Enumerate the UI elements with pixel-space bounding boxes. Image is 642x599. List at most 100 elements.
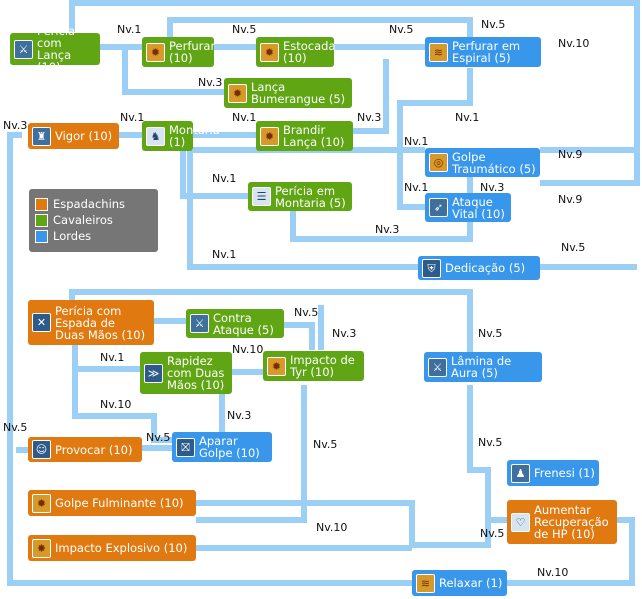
skill-provocar[interactable]: ☺ Provocar (10) bbox=[28, 437, 142, 462]
shield-icon: ⛨ bbox=[422, 258, 441, 278]
skill-frenesi[interactable]: ♟ Frenesi (1) bbox=[507, 460, 599, 486]
level-label: Nv.3 bbox=[375, 223, 400, 236]
legend-label: Cavaleiros bbox=[53, 213, 113, 227]
level-label: Nv.5 bbox=[478, 436, 503, 449]
skill-golpe-fulminante[interactable]: ✹ Golpe Fulminante (10) bbox=[28, 490, 196, 516]
skill-impacto-de-tyr[interactable]: ✹ Impacto de Tyr (10) bbox=[263, 351, 364, 381]
level-label: Nv.10 bbox=[100, 398, 132, 411]
crossed-swords-icon: ✕ bbox=[32, 313, 51, 332]
skill-lanca-bumerangue[interactable]: ✹ Lança Bumerangue (5) bbox=[224, 78, 352, 108]
legend: Espadachins Cavaleiros Lordes bbox=[29, 189, 158, 252]
skill-impacto-explosivo[interactable]: ✸ Impacto Explosivo (10) bbox=[28, 535, 196, 561]
heart-icon: ♡ bbox=[511, 512, 530, 532]
level-label: Nv.5 bbox=[294, 306, 319, 319]
skill-label: Perfurar (10) bbox=[169, 39, 216, 65]
level-label: Nv.9 bbox=[558, 193, 583, 206]
parry-icon: ⛝ bbox=[176, 437, 195, 457]
skill-perfurar-em-espiral[interactable]: ≋ Perfurar em Espiral (5) bbox=[425, 37, 541, 67]
level-label: Nv.1 bbox=[120, 111, 145, 124]
skill-estocada[interactable]: ✹ Estocada (10) bbox=[256, 37, 336, 67]
speed-icon: ≫ bbox=[144, 363, 163, 383]
legend-swatch bbox=[35, 229, 48, 243]
spear-icon: ➶ bbox=[429, 198, 448, 217]
skill-label: Rapidez com Duas Mãos (10) bbox=[167, 354, 225, 392]
level-label: Nv.1 bbox=[232, 111, 257, 124]
skill-dedicacao[interactable]: ⛨ Dedicação (5) bbox=[418, 256, 540, 280]
level-label: Nv.1 bbox=[100, 351, 125, 364]
level-label: Nv.5 bbox=[232, 23, 257, 36]
level-label: Nv.1 bbox=[404, 181, 429, 194]
legend-label: Espadachins bbox=[53, 197, 126, 211]
skill-label: Estocada (10) bbox=[283, 39, 336, 65]
skill-label: Relaxar (1) bbox=[439, 576, 503, 590]
armor-icon: ♜ bbox=[32, 126, 51, 146]
skill-label: Vigor (10) bbox=[55, 129, 113, 143]
skill-label: Lâmina de Aura (5) bbox=[451, 354, 512, 380]
legend-item-cavaleiros: Cavaleiros bbox=[35, 212, 158, 228]
skill-contra-ataque[interactable]: ⚔ Contra Ataque (5) bbox=[186, 309, 284, 338]
skill-pericia-com-lanca[interactable]: ⚔ Perícia com Lança (10) bbox=[10, 25, 100, 73]
level-label: Nv.5 bbox=[146, 431, 171, 444]
sword-icon: ⚔ bbox=[428, 357, 447, 377]
legend-item-espadachins: Espadachins bbox=[35, 196, 158, 212]
burst-icon: ✹ bbox=[260, 42, 279, 62]
skill-label: Perfurar em Espiral (5) bbox=[452, 39, 521, 65]
skill-label: Ataque Vital (10) bbox=[452, 194, 505, 221]
skill-rapidez-com-duas-maos[interactable]: ≫ Rapidez com Duas Mãos (10) bbox=[140, 352, 232, 394]
skill-label: Impacto Explosivo (10) bbox=[55, 541, 188, 555]
skill-lamina-de-aura[interactable]: ⚔ Lâmina de Aura (5) bbox=[424, 352, 542, 382]
skill-label: Dedicação (5) bbox=[445, 261, 526, 275]
level-label: Nv.1 bbox=[455, 111, 480, 124]
level-label: Nv.10 bbox=[558, 37, 590, 50]
level-label: Nv.3 bbox=[357, 111, 382, 124]
skill-label: Aparar Golpe (10) bbox=[199, 434, 260, 460]
burst-icon: ✹ bbox=[32, 493, 51, 513]
legend-label: Lordes bbox=[53, 229, 92, 243]
skill-montaria[interactable]: ♞ Montaria (1) bbox=[142, 121, 220, 151]
skill-label: Perícia com Lança (10) bbox=[37, 24, 76, 74]
skill-label: Golpe Fulminante (10) bbox=[55, 496, 184, 510]
skill-brandir-lanca[interactable]: ✹ Brandir Lança (10) bbox=[256, 121, 353, 151]
boom-icon: ✸ bbox=[32, 538, 51, 558]
skill-golpe-traumatico[interactable]: ◎ Golpe Traumático (5) bbox=[425, 148, 540, 177]
skill-aparar-golpe[interactable]: ⛝ Aparar Golpe (10) bbox=[172, 432, 272, 462]
skill-aumentar-recuperacao-de-hp[interactable]: ♡ Aumentar Recuperação de HP (10) bbox=[507, 500, 617, 544]
level-label: Nv.5 bbox=[389, 23, 414, 36]
skill-perfurar[interactable]: ✹ Perfurar (10) bbox=[142, 37, 216, 67]
level-label: Nv.10 bbox=[316, 521, 348, 534]
level-label: Nv.3 bbox=[227, 409, 252, 422]
burst-icon: ✹ bbox=[146, 42, 165, 62]
level-label: Nv.5 bbox=[313, 438, 338, 451]
ring-icon: ◎ bbox=[429, 153, 448, 172]
level-label: Nv.1 bbox=[117, 23, 142, 36]
burst-icon: ✹ bbox=[228, 83, 247, 103]
level-label: Nv.5 bbox=[480, 527, 505, 540]
spiral-icon: ≋ bbox=[429, 42, 448, 62]
skill-vigor[interactable]: ♜ Vigor (10) bbox=[28, 123, 119, 149]
skill-label: Golpe Traumático (5) bbox=[452, 149, 536, 176]
skill-relaxar[interactable]: ≋ Relaxar (1) bbox=[412, 570, 507, 596]
burst-icon: ✹ bbox=[260, 126, 279, 146]
level-label: Nv.3 bbox=[3, 119, 28, 132]
horse-icon: ♞ bbox=[146, 126, 165, 146]
level-label: Nv.5 bbox=[478, 327, 503, 340]
skill-label: Frenesi (1) bbox=[534, 466, 595, 480]
skill-label: Montaria (1) bbox=[169, 123, 220, 149]
level-label: Nv.5 bbox=[481, 18, 506, 31]
level-label: Nv.9 bbox=[558, 148, 583, 161]
book-icon: ☰ bbox=[252, 187, 271, 206]
face-icon: ☺ bbox=[32, 440, 51, 459]
level-label: Nv.5 bbox=[3, 421, 28, 434]
sword-icon: ⚔ bbox=[190, 314, 209, 333]
burst-icon: ✹ bbox=[267, 356, 286, 376]
level-label: Nv.1 bbox=[212, 248, 237, 261]
skill-label: Impacto de Tyr (10) bbox=[290, 353, 355, 379]
level-label: Nv.1 bbox=[404, 135, 429, 148]
skill-label: Lança Bumerangue (5) bbox=[251, 80, 346, 106]
legend-swatch bbox=[35, 197, 48, 211]
level-label: Nv.5 bbox=[561, 241, 586, 254]
skill-pericia-com-espada-de-duas-maos[interactable]: ✕ Perícia com Espada de Duas Mãos (10) bbox=[28, 300, 154, 345]
skill-ataque-vital[interactable]: ➶ Ataque Vital (10) bbox=[425, 193, 511, 222]
level-label: Nv.3 bbox=[332, 327, 357, 340]
skill-pericia-em-montaria[interactable]: ☰ Perícia em Montaria (5) bbox=[248, 182, 352, 211]
